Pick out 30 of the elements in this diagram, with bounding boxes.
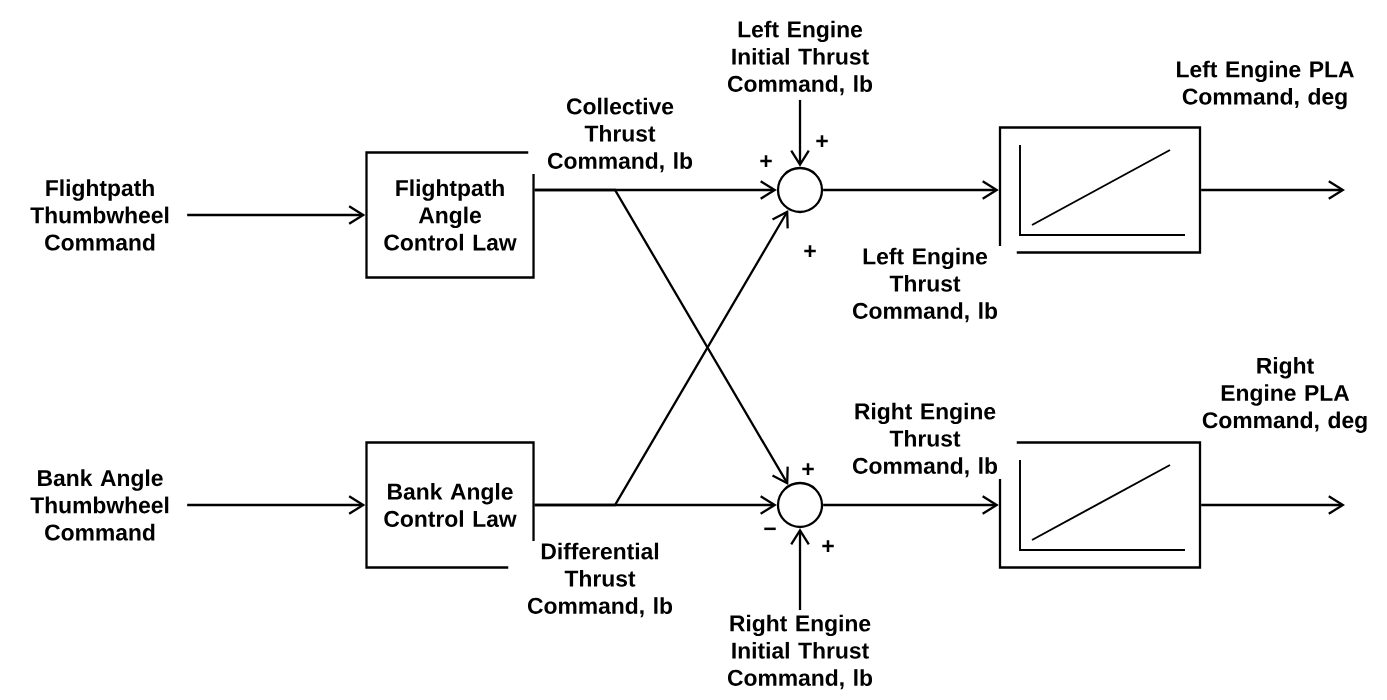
sign-label: + bbox=[822, 540, 834, 552]
arrow bbox=[790, 99, 810, 167]
command-text: Flightpath Thumbwheel Command bbox=[30, 179, 169, 251]
ramp-graph-box bbox=[998, 441, 1202, 569]
command-text: Right Engine Initial Thrust Command, lb bbox=[727, 614, 873, 690]
sign-label: + bbox=[816, 135, 828, 147]
arrow bbox=[790, 528, 810, 611]
summing-junction bbox=[776, 481, 824, 529]
edge-label: Right Engine PLA Command, deg bbox=[1193, 355, 1377, 435]
arrow bbox=[1201, 495, 1345, 515]
command-text: Bank Angle Thumbwheel Command bbox=[30, 469, 169, 541]
arrow bbox=[187, 205, 366, 225]
control-law-box: Flightpath Angle Control Law bbox=[365, 151, 535, 279]
control-law-box: Bank Angle Control Law bbox=[365, 441, 535, 569]
arrow bbox=[823, 180, 999, 200]
edge-label: Left Engine PLA Command, deg bbox=[1173, 58, 1357, 112]
sign-label: + bbox=[802, 463, 814, 475]
sign-label: + bbox=[760, 155, 772, 167]
edge-label: Collective Thrust Command, lb bbox=[528, 95, 712, 175]
command-text: Left Engine Initial Thrust Command, lb bbox=[727, 20, 873, 96]
arrow bbox=[823, 495, 999, 515]
ramp-graph-box bbox=[998, 126, 1202, 254]
edge-label: Left Engine Thrust Command, lb bbox=[833, 245, 1017, 325]
arrow bbox=[187, 495, 366, 515]
edge-label: Right Engine Thrust Command, lb bbox=[833, 400, 1017, 480]
sign-label: + bbox=[804, 245, 816, 257]
edge-label: Differential Thrust Command, lb bbox=[508, 540, 692, 620]
arrow bbox=[1201, 180, 1345, 200]
summing-junction bbox=[776, 166, 824, 214]
sign-label: − bbox=[764, 527, 776, 531]
